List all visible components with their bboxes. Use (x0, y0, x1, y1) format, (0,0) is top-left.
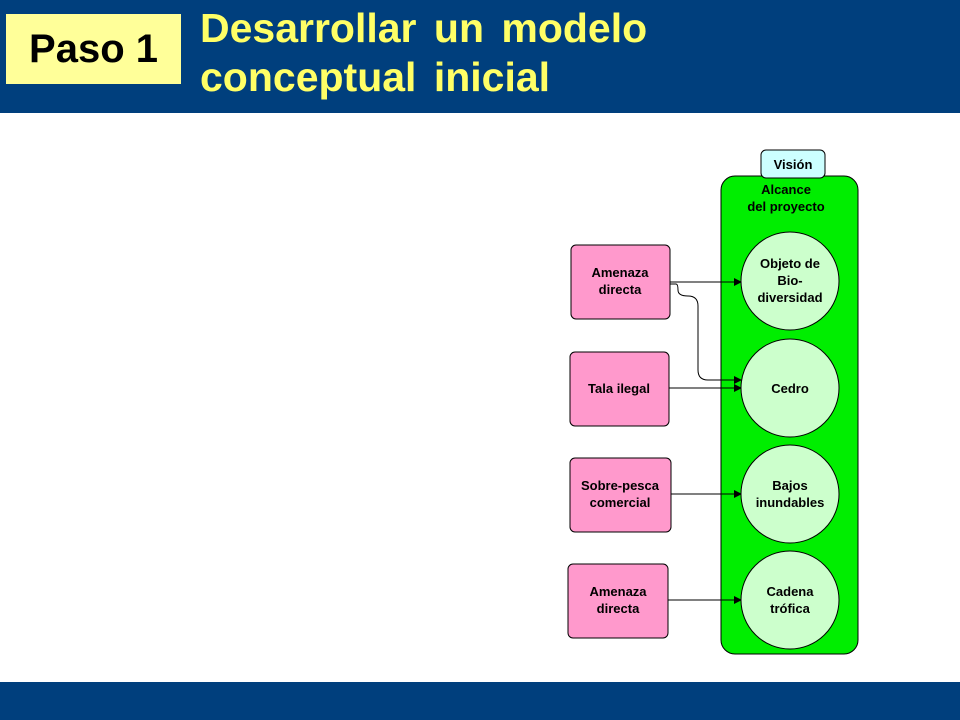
threat-4-line-1: Amenaza (589, 584, 647, 599)
page-title: Desarrollar un modelo conceptual inicial (200, 4, 920, 102)
target-3-line-1: Bajos (772, 478, 807, 493)
vision-box (760, 149, 826, 179)
target-1-line-1: Objeto de (760, 256, 820, 271)
scope-label-line-1: Alcance (761, 182, 811, 197)
threat-box-1 (570, 244, 671, 320)
target-circle-3 (740, 444, 840, 544)
arrow-threat1-to-target2 (670, 283, 742, 384)
threat-3-line-1: Sobre-pesca (581, 478, 660, 493)
threat-4-line-2: directa (597, 601, 640, 616)
threat-box-4 (567, 563, 669, 639)
connectors (668, 278, 742, 604)
target-3-line-2: inundables (756, 495, 825, 510)
threat-3-line-2: comercial (590, 495, 651, 510)
threat-box-2 (569, 351, 670, 427)
target-circle-1 (740, 231, 840, 331)
target-4-line-2: trófica (770, 601, 811, 616)
threat-1-line-1: Amenaza (591, 265, 649, 280)
threat-1-line-2: directa (599, 282, 642, 297)
scope-label-line-2: del proyecto (747, 199, 824, 214)
target-1-line-2: Bio- (777, 273, 802, 288)
title-line-2: conceptual inicial (200, 54, 551, 100)
footer-bar (0, 682, 960, 720)
step-label: Paso 1 (6, 14, 181, 84)
target-2-line-1: Cedro (771, 381, 809, 396)
title-line-1: Desarrollar un modelo (200, 5, 648, 51)
threat-2-line-1: Tala ilegal (588, 381, 650, 396)
target-circle-2 (740, 338, 840, 438)
target-4-line-1: Cadena (767, 584, 815, 599)
target-1-line-3: diversidad (757, 290, 822, 305)
target-circle-4 (740, 550, 840, 650)
threat-box-3 (569, 457, 672, 533)
vision-label: Visión (774, 157, 813, 172)
